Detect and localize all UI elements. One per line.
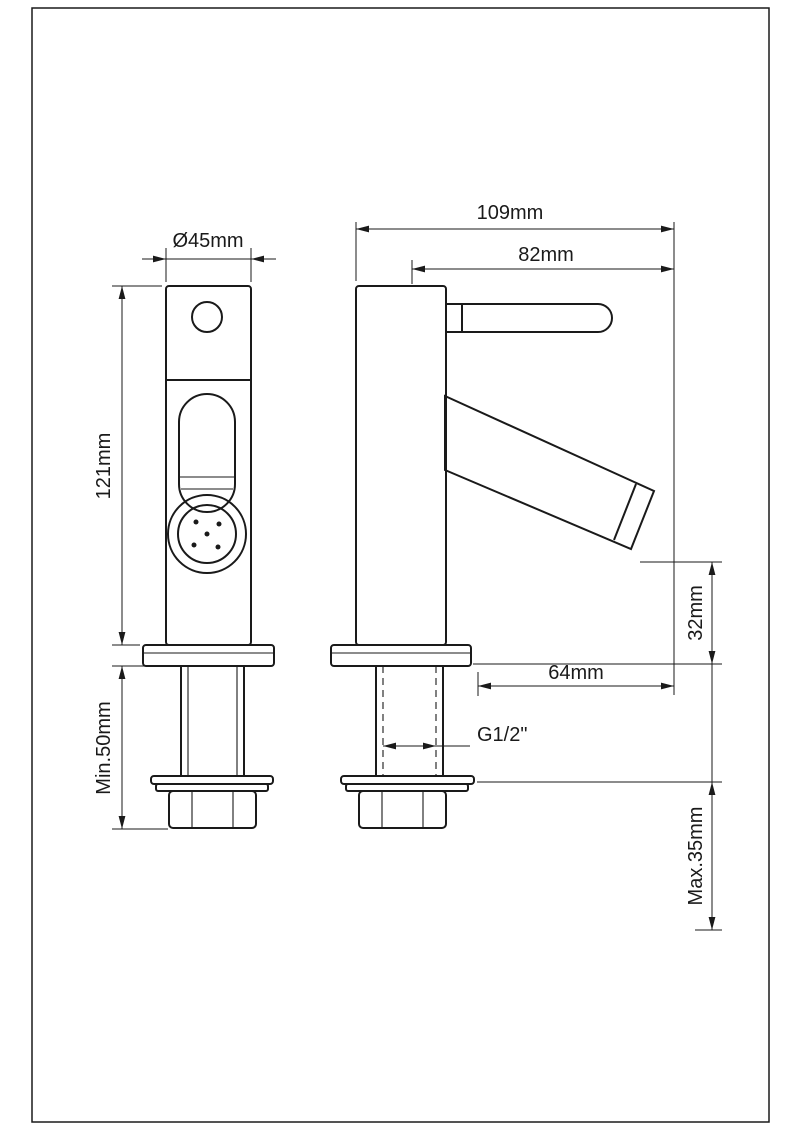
aerator-outer-circle bbox=[167, 494, 247, 574]
handle-lever bbox=[446, 303, 613, 333]
dim-label-min50mm: Min.50mm bbox=[93, 701, 115, 794]
spout-front-outline bbox=[178, 393, 236, 513]
dim-label-109mm: 109mm bbox=[477, 202, 544, 224]
threaded-shank-side bbox=[375, 665, 444, 777]
dim-label-g12: G1/2" bbox=[477, 724, 527, 746]
dim-thread-g12: G1/2" bbox=[383, 724, 527, 750]
dim-32: 32mm bbox=[473, 561, 722, 665]
dim-label-64mm: 64mm bbox=[548, 662, 604, 684]
base-flange-front bbox=[142, 644, 275, 667]
aerator-inner-circle bbox=[177, 504, 237, 564]
spout-side bbox=[444, 394, 656, 551]
mounting-nut-front bbox=[168, 790, 257, 829]
threaded-shank-front bbox=[180, 665, 245, 777]
dim-diameter-45: Ø45mm bbox=[142, 230, 276, 282]
handle-pivot-hole bbox=[191, 301, 223, 333]
washer-side bbox=[340, 775, 475, 785]
dim-label-45mm: Ø45mm bbox=[172, 230, 243, 252]
drawing-border bbox=[31, 7, 770, 1123]
dim-82: 82mm bbox=[411, 244, 674, 284]
dim-109: 109mm bbox=[355, 202, 675, 695]
dim-label-32mm: 32mm bbox=[685, 585, 707, 641]
dim-min-50: Min.50mm bbox=[93, 665, 168, 830]
washer-front bbox=[150, 775, 274, 785]
washer2-front bbox=[155, 783, 269, 792]
dim-64: 64mm bbox=[477, 662, 674, 696]
side-view bbox=[330, 285, 656, 829]
faucet-body-side bbox=[355, 285, 447, 646]
aerator-spray-dots bbox=[191, 519, 222, 550]
base-flange-side bbox=[330, 644, 472, 667]
dim-label-max35mm: Max.35mm bbox=[685, 807, 707, 906]
washer2-side bbox=[345, 783, 469, 792]
spout-tip-ring bbox=[613, 483, 637, 541]
dim-label-121mm: 121mm bbox=[93, 433, 115, 500]
dim-121: 121mm bbox=[93, 285, 162, 646]
dim-max-35: Max.35mm bbox=[477, 664, 722, 931]
mounting-nut-side bbox=[358, 790, 447, 829]
front-view bbox=[142, 285, 275, 829]
dim-label-82mm: 82mm bbox=[518, 244, 574, 266]
